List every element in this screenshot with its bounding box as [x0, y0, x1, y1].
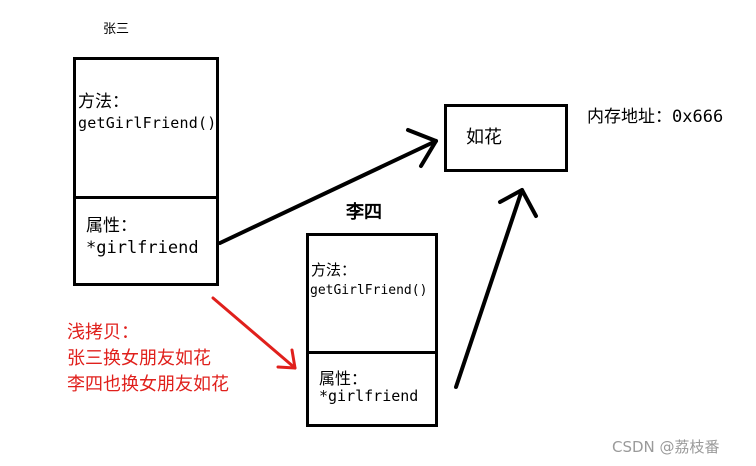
object-b-name: 李四	[346, 202, 382, 223]
arrow-b-to-target	[454, 188, 538, 389]
note-title: 浅拷贝：	[67, 322, 139, 343]
object-b-method: getGirlFriend()	[310, 283, 428, 298]
target-name: 如花	[466, 127, 502, 148]
object-b-field: *girlfriend	[319, 387, 419, 405]
arrow-a-to-target	[218, 128, 438, 245]
object-a-fields-label: 属性：	[86, 216, 137, 236]
object-b-box	[306, 233, 438, 427]
watermark: CSDN @荔枝番	[612, 438, 720, 456]
object-b-fields-label: 属性：	[319, 369, 368, 388]
object-b-divider	[306, 351, 438, 354]
memory-address: 内存地址：0x666	[587, 107, 724, 127]
object-a-method: getGirlFriend()	[78, 114, 217, 132]
note-line-a: 张三换女朋友如花	[67, 348, 211, 369]
shallow-copy-arrow	[211, 296, 297, 370]
object-a-box	[73, 57, 219, 286]
object-a-divider	[73, 196, 219, 199]
object-a-field: *girlfriend	[86, 238, 199, 258]
note-line-b: 李四也换女朋友如花	[67, 374, 229, 395]
object-a-name: 张三	[103, 22, 130, 37]
object-b-methods-label: 方法：	[311, 261, 357, 279]
target-box	[444, 104, 568, 172]
object-a-methods-label: 方法：	[78, 92, 129, 112]
